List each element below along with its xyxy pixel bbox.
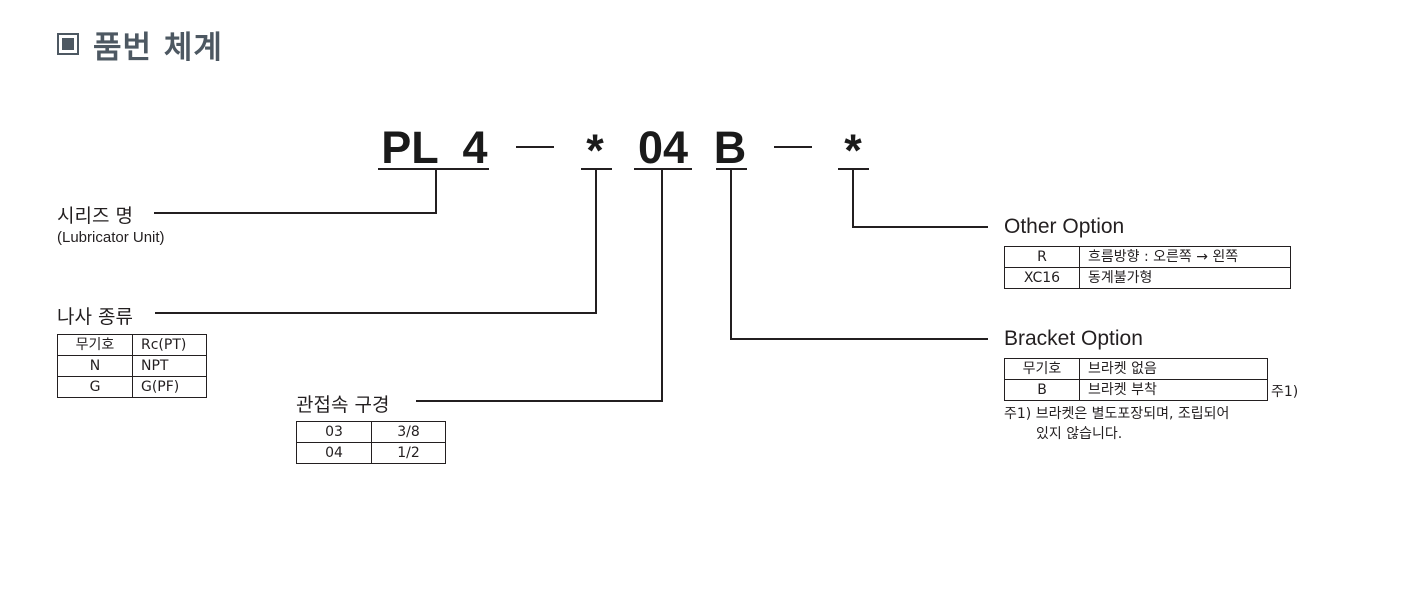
port-size-table: 03 3/8 04 1/2 [296,421,446,464]
bracket-option-label: Bracket Option [1004,327,1143,350]
bracket-row-note-mark: 주1) [1271,384,1299,400]
leader-bracket-horizontal [730,338,988,340]
code-thread-mark: * [586,125,604,176]
leader-thread-horizontal [155,312,597,314]
table-row: 04 1/2 [296,442,446,464]
leader-series-horizontal [154,212,437,214]
code-option-mark: * [844,125,862,176]
table-cell-value: 브라켓 없음 [1079,358,1268,380]
page-title: 품번 체계 [93,29,223,66]
bracket-option-table: 무기호 브라켓 없음 B 브라켓 부착 [1004,358,1268,401]
thread-type-table: 무기호 Rc(PT) N NPT G G(PF) [57,334,207,398]
leader-port-horizontal [416,400,663,402]
code-size: 4 [462,122,488,173]
bracket-note-line-2: 있지 않습니다. [1036,426,1123,442]
table-cell-key: 04 [296,442,372,464]
table-cell-value: NPT [132,355,207,377]
table-row: G G(PF) [57,376,207,398]
table-cell-key: N [57,355,133,377]
leader-port-vertical [661,169,663,401]
code-dash-2 [774,146,812,148]
leader-series-vertical [435,169,437,214]
leader-thread-vertical [595,169,597,313]
series-name-sub: (Lubricator Unit) [57,229,165,246]
table-cell-value: 흐름방향 : 오른쪽 → 왼쪽 [1079,246,1291,268]
table-cell-key: 무기호 [57,334,133,356]
table-cell-value: Rc(PT) [132,334,207,356]
table-row: 무기호 Rc(PT) [57,334,207,356]
table-row: XC16 동계불가형 [1004,267,1291,289]
port-size-label: 관접속 구경 [296,394,390,416]
table-cell-key: 03 [296,421,372,443]
other-option-table: R 흐름방향 : 오른쪽 → 왼쪽 XC16 동계불가형 [1004,246,1291,289]
underline-bracket [716,168,747,170]
underline-port [634,168,692,170]
table-cell-value: 브라켓 부착 [1079,379,1268,401]
code-dash-1 [516,146,554,148]
square-bullet-icon [57,33,79,55]
code-bracket: B [713,122,747,173]
table-row: 03 3/8 [296,421,446,443]
table-cell-key: G [57,376,133,398]
table-cell-value: 1/2 [371,442,446,464]
underline-thread [581,168,612,170]
table-row: 무기호 브라켓 없음 [1004,358,1268,380]
leader-option-vertical [852,169,854,227]
code-series: PL [381,122,439,173]
table-cell-key: XC16 [1004,267,1080,289]
underline-option [838,168,869,170]
table-row: R 흐름방향 : 오른쪽 → 왼쪽 [1004,246,1291,268]
underline-series [378,168,489,170]
title-row: 품번 체계 [57,24,223,66]
table-row: B 브라켓 부착 [1004,379,1268,401]
bracket-note-line-1: 주1) 브라켓은 별도포장되며, 조립되어 [1004,406,1230,422]
series-name-label: 시리즈 명 [57,205,133,227]
other-option-label: Other Option [1004,215,1125,238]
thread-type-label: 나사 종류 [57,306,133,328]
table-cell-key: B [1004,379,1080,401]
table-cell-value: 동계불가형 [1079,267,1291,289]
table-cell-value: G(PF) [132,376,207,398]
table-row: N NPT [57,355,207,377]
leader-option-horizontal [852,226,988,228]
table-cell-value: 3/8 [371,421,446,443]
table-cell-key: 무기호 [1004,358,1080,380]
code-port: 04 [637,122,689,173]
leader-bracket-vertical [730,169,732,339]
table-cell-key: R [1004,246,1080,268]
